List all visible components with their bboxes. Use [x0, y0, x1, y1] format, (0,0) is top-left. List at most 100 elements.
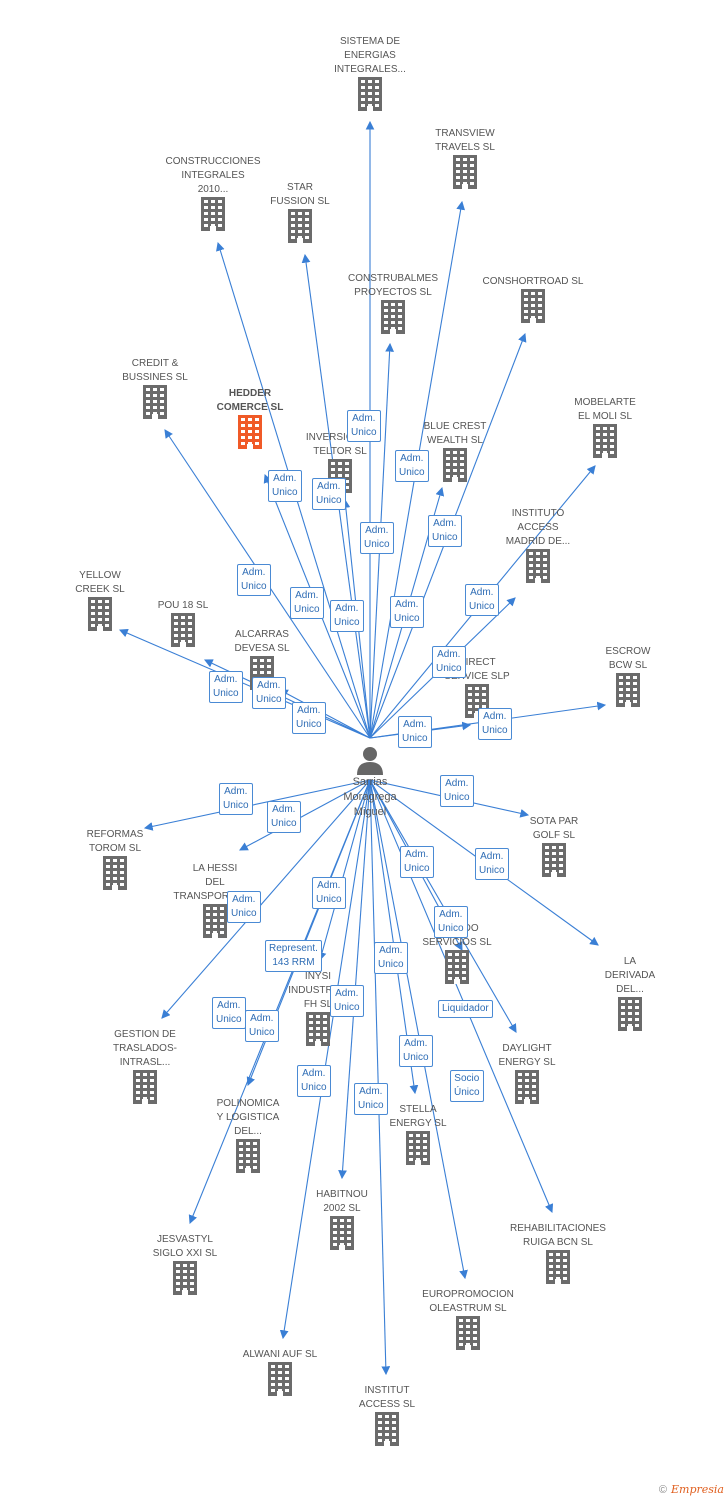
company-node-construbalmes[interactable]: CONSTRUBALMES PROYECTOS SL: [328, 272, 458, 334]
company-label: EUROPROMOCION OLEASTRUM SL: [422, 1289, 514, 1314]
relation-label-adm-unico[interactable]: Adm. Unico: [330, 985, 364, 1017]
relation-label-adm-unico[interactable]: Adm. Unico: [219, 783, 253, 815]
company-label: ALCARRAS DEVESA SL: [234, 629, 290, 654]
company-node-inysi[interactable]: INYSI INDUSTRIAL FH SL: [253, 970, 383, 1046]
copyright-symbol: ©: [658, 1483, 667, 1496]
relation-label-liquidador[interactable]: Liquidador: [438, 1000, 493, 1018]
relation-label-adm-unico[interactable]: Adm. Unico: [290, 587, 324, 619]
building-icon: [441, 448, 469, 482]
relation-label-adm-unico[interactable]: Adm. Unico: [209, 671, 243, 703]
company-node-hessi[interactable]: LA HESSI DEL TRANSPORTE SL: [150, 862, 280, 938]
company-label: POLINOMICA Y LOGISTICA DEL...: [216, 1098, 280, 1137]
company-node-rehabilitaciones[interactable]: REHABILITACIONES RUIGA BCN SL: [493, 1222, 623, 1284]
relation-label-adm-unico[interactable]: Adm. Unico: [227, 891, 261, 923]
building-icon: [199, 197, 227, 231]
relation-label-adm-unico[interactable]: Adm. Unico: [292, 702, 326, 734]
relation-label-represent[interactable]: Represent. 143 RRM: [265, 940, 322, 972]
company-node-conshortroad[interactable]: CONSHORTROAD SL: [468, 275, 598, 323]
relation-label-adm-unico[interactable]: Adm. Unico: [428, 515, 462, 547]
company-node-daylight[interactable]: DAYLIGHT ENERGY SL: [462, 1042, 592, 1104]
company-label: INYSI INDUSTRIAL FH SL: [288, 971, 348, 1010]
person-node[interactable]: Sarrias Moragrega Miguel: [315, 745, 425, 820]
relation-label-adm-unico[interactable]: Adm. Unico: [432, 646, 466, 678]
relation-label-adm-unico[interactable]: Adm. Unico: [245, 1010, 279, 1042]
relation-label-adm-unico[interactable]: Adm. Unico: [395, 450, 429, 482]
company-node-construcciones[interactable]: CONSTRUCCIONES INTEGRALES 2010...: [148, 155, 278, 231]
company-node-stella[interactable]: STELLA ENERGY SL: [353, 1103, 483, 1165]
relation-label-adm-unico[interactable]: Adm. Unico: [312, 478, 346, 510]
company-node-habitnou[interactable]: HABITNOU 2002 SL: [277, 1188, 407, 1250]
relation-label-adm-unico[interactable]: Adm. Unico: [347, 410, 381, 442]
relation-label-adm-unico[interactable]: Adm. Unico: [312, 877, 346, 909]
relation-label-adm-unico[interactable]: Adm. Unico: [398, 716, 432, 748]
building-icon: [131, 1070, 159, 1104]
company-node-mobelarte[interactable]: MOBELARTE EL MOLI SL: [540, 396, 670, 458]
building-icon: [86, 597, 114, 631]
relation-label-adm-unico[interactable]: Adm. Unico: [267, 801, 301, 833]
company-label: CONSTRUCCIONES INTEGRALES 2010...: [165, 156, 261, 195]
company-node-europromocion[interactable]: EUROPROMOCION OLEASTRUM SL: [403, 1288, 533, 1350]
relation-label-adm-unico[interactable]: Adm. Unico: [440, 775, 474, 807]
building-icon: [141, 385, 169, 419]
relation-label-adm-unico[interactable]: Adm. Unico: [475, 848, 509, 880]
company-label: STAR FUSSION SL: [270, 182, 330, 207]
building-icon: [379, 300, 407, 334]
company-node-reformas[interactable]: REFORMAS TOROM SL: [50, 828, 180, 890]
company-label: INSTITUTO ACCESS MADRID DE...: [505, 508, 571, 547]
relation-label-adm-unico[interactable]: Adm. Unico: [400, 846, 434, 878]
company-node-yellow[interactable]: YELLOW CREEK SL: [35, 569, 165, 631]
company-node-sistema[interactable]: SISTEMA DE ENERGIAS INTEGRALES...: [305, 35, 435, 111]
company-label: STELLA ENERGY SL: [389, 1104, 447, 1129]
company-node-polinomica[interactable]: POLINOMICA Y LOGISTICA DEL...: [183, 1097, 313, 1173]
relation-label-adm-unico[interactable]: Adm. Unico: [237, 564, 271, 596]
building-icon: [443, 950, 471, 984]
relation-label-socio-unico[interactable]: Socio Único: [450, 1070, 484, 1102]
building-icon: [404, 1131, 432, 1165]
relation-label-adm-unico[interactable]: Adm. Unico: [212, 997, 246, 1029]
building-icon: [454, 1316, 482, 1350]
company-node-bluecrest[interactable]: BLUE CREST WEALTH SL: [390, 420, 520, 482]
footer: © Empresia: [659, 1483, 724, 1496]
company-node-hedder[interactable]: HEDDER COMERCE SL: [185, 387, 315, 449]
edge-jesvastyl: [188, 779, 371, 1225]
building-icon: [169, 613, 197, 647]
company-label: REHABILITACIONES RUIGA BCN SL: [510, 1223, 606, 1248]
company-node-transview[interactable]: TRANSVIEW TRAVELS SL: [400, 127, 530, 189]
company-node-alwani[interactable]: ALWANI AUF SL: [215, 1348, 345, 1396]
company-node-star[interactable]: STAR FUSSION SL: [235, 181, 365, 243]
relation-label-adm-unico[interactable]: Adm. Unico: [354, 1083, 388, 1115]
relation-label-adm-unico[interactable]: Adm. Unico: [434, 906, 468, 938]
company-label: HABITNOU 2002 SL: [316, 1189, 368, 1214]
company-node-credit[interactable]: CREDIT & BUSSINES SL: [90, 357, 220, 419]
building-icon: [519, 289, 547, 323]
relation-label-adm-unico[interactable]: Adm. Unico: [465, 584, 499, 616]
person-icon: [357, 747, 383, 775]
company-node-escrow[interactable]: ESCROW BCW SL: [563, 645, 693, 707]
person-name: Sarrias Moragrega Miguel: [343, 776, 397, 818]
company-node-pou18[interactable]: POU 18 SL: [118, 599, 248, 647]
building-icon: [373, 1412, 401, 1446]
relation-label-adm-unico[interactable]: Adm. Unico: [399, 1035, 433, 1067]
company-node-sotapar[interactable]: SOTA PAR GOLF SL: [489, 815, 619, 877]
company-label: INSTITUT ACCESS SL: [358, 1385, 416, 1410]
company-node-gestion[interactable]: GESTION DE TRASLADOS- INTRASL...: [80, 1028, 210, 1104]
company-label: INVERSIONES TELTOR SL: [305, 432, 375, 457]
company-node-direct[interactable]: DIRECT SERVICE SLP: [412, 656, 542, 718]
relation-label-adm-unico[interactable]: Adm. Unico: [268, 470, 302, 502]
relation-label-adm-unico[interactable]: Adm. Unico: [360, 522, 394, 554]
company-label: CONSHORTROAD SL: [482, 276, 584, 287]
relation-label-adm-unico[interactable]: Adm. Unico: [330, 600, 364, 632]
company-node-instituto[interactable]: INSTITUTO ACCESS MADRID DE...: [473, 507, 603, 583]
company-node-institut[interactable]: INSTITUT ACCESS SL: [322, 1384, 452, 1446]
edge-gestion: [161, 779, 371, 1019]
brand-logo[interactable]: Empresia: [671, 1483, 724, 1496]
relation-label-adm-unico[interactable]: Adm. Unico: [297, 1065, 331, 1097]
relation-label-adm-unico[interactable]: Adm. Unico: [374, 942, 408, 974]
relation-label-adm-unico[interactable]: Adm. Unico: [252, 677, 286, 709]
relation-label-adm-unico[interactable]: Adm. Unico: [478, 708, 512, 740]
company-node-derivada[interactable]: LA DERIVADA DEL...: [565, 955, 695, 1031]
relation-label-adm-unico[interactable]: Adm. Unico: [390, 596, 424, 628]
building-icon: [591, 424, 619, 458]
company-node-jesvastyl[interactable]: JESVASTYL SIGLO XXI SL: [120, 1233, 250, 1295]
